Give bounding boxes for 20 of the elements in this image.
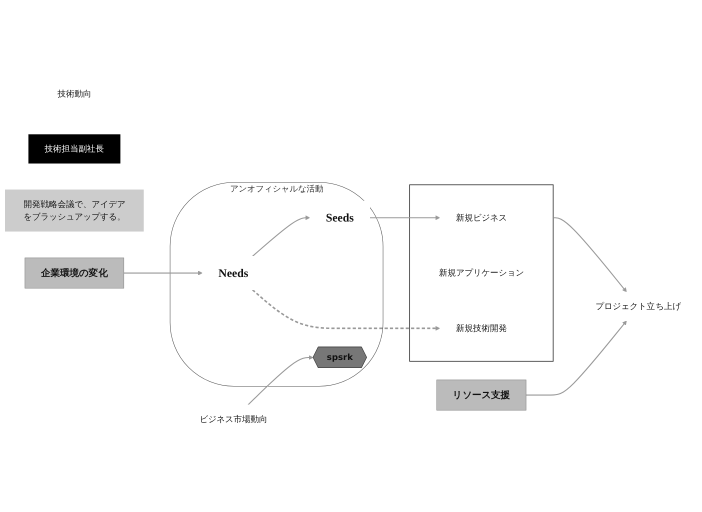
arrow <box>252 214 310 256</box>
node-text: プロジェクト立ち上げ <box>596 300 681 311</box>
node-text: 技術動向 <box>57 88 92 98</box>
arrow <box>370 214 440 220</box>
arrow <box>124 270 203 275</box>
node-text: Needs <box>218 266 248 280</box>
node-box: 技術担当副社長 <box>28 134 120 164</box>
cluster <box>409 184 554 362</box>
node-text: ビジネス市場動向 <box>199 413 268 424</box>
node-box: リソース支援 <box>436 379 526 410</box>
node-text: 新規アプリケーション <box>438 267 524 278</box>
arrow <box>553 216 627 292</box>
arrow <box>248 354 314 405</box>
node-box: 開発戦略会議で、アイデアをブラッシュアップする。 <box>5 189 144 232</box>
node-box: 企業環境の変化 <box>24 257 124 288</box>
node-text: 新規ビジネス <box>456 212 507 222</box>
arrow <box>526 320 627 396</box>
node-text: Seeds <box>326 210 354 224</box>
arrow <box>252 288 440 330</box>
node-text: 新規技術開発 <box>456 322 507 333</box>
